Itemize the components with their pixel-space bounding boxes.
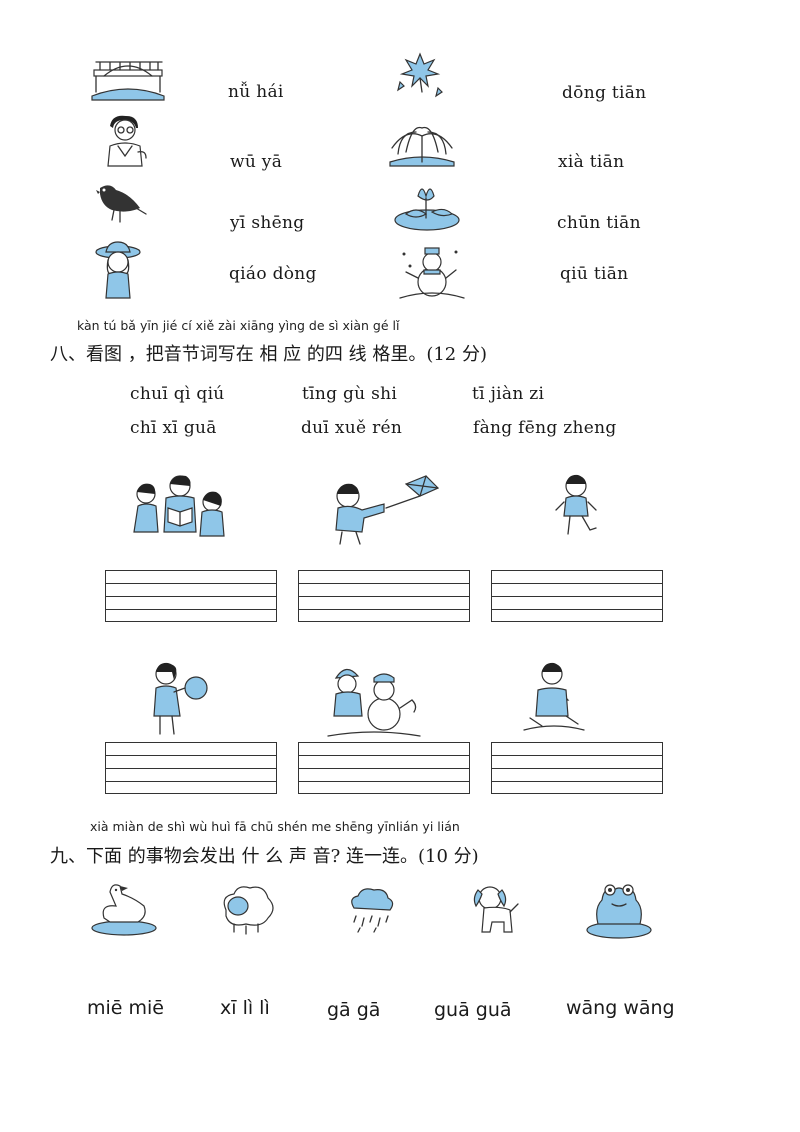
- kid-shuttlecock-icon: [555, 474, 597, 535]
- section9-title: 九、下面 的事物会发出 什 么 声 音? 连一连。(10 分): [50, 846, 479, 867]
- sound-5: wāng wāng: [566, 997, 675, 1019]
- section9-pinyin: xià miàn de shì wù huì fā chū shén me sh…: [90, 819, 460, 834]
- section8-title: 八、看图 ，把音节词写在 相 应 的四 线 格里。(12 分): [50, 344, 487, 365]
- left-word-3: yī shēng: [230, 213, 305, 233]
- kids-reading-icon: [133, 475, 225, 537]
- sound-1: miē miē: [87, 997, 164, 1019]
- doctor-icon: [107, 115, 147, 167]
- girl-balloon-icon: [153, 662, 208, 735]
- right-word-4: qiū tiān: [560, 264, 629, 284]
- writing-grid-5[interactable]: [298, 742, 470, 794]
- duck-icon: [91, 884, 157, 936]
- s8-word-4: chī xī guā: [130, 418, 217, 438]
- left-word-2: wū yā: [230, 152, 283, 172]
- frog-icon: [586, 884, 652, 939]
- lotus-pond-icon: [394, 188, 460, 231]
- writing-grid-6[interactable]: [491, 742, 663, 794]
- rain-cloud-icon: [351, 888, 394, 933]
- s8-word-3: tī jiàn zi: [472, 384, 545, 404]
- writing-grid-4[interactable]: [105, 742, 277, 794]
- writing-grid-3[interactable]: [491, 570, 663, 622]
- s8-word-2: tīng gù shi: [302, 384, 398, 404]
- right-word-2: xià tiān: [558, 152, 625, 172]
- dog-icon: [473, 886, 519, 933]
- maple-leaves-icon: [397, 52, 443, 98]
- crow-icon: [96, 185, 147, 223]
- writing-grid-2[interactable]: [298, 570, 470, 622]
- boy-watermelon-icon: [523, 662, 585, 731]
- right-word-1: dōng tiān: [562, 83, 647, 103]
- sound-2: xī lì lì: [220, 997, 270, 1019]
- right-word-3: chūn tiān: [557, 213, 641, 233]
- left-word-1: nǚ hái: [228, 82, 284, 102]
- sound-4: guā guā: [434, 999, 512, 1021]
- willow-tree-icon: [389, 126, 455, 167]
- bridge-icon: [91, 61, 165, 101]
- sheep-icon: [223, 886, 274, 935]
- girl-icon: [95, 241, 141, 299]
- kid-snowman-icon: [327, 668, 421, 737]
- boy-kite-icon: [335, 475, 440, 545]
- s8-word-1: chuī qì qiú: [130, 384, 225, 404]
- s8-word-6: fàng fēng zheng: [473, 418, 617, 438]
- snowman-icon: [399, 247, 465, 299]
- writing-grid-1[interactable]: [105, 570, 277, 622]
- sound-3: gā gā: [327, 999, 381, 1021]
- left-word-4: qiáo dòng: [229, 264, 317, 284]
- s8-word-5: duī xuě rén: [301, 418, 403, 438]
- section8-pinyin: kàn tú bǎ yīn jié cí xiě zài xiāng yìng …: [77, 318, 400, 333]
